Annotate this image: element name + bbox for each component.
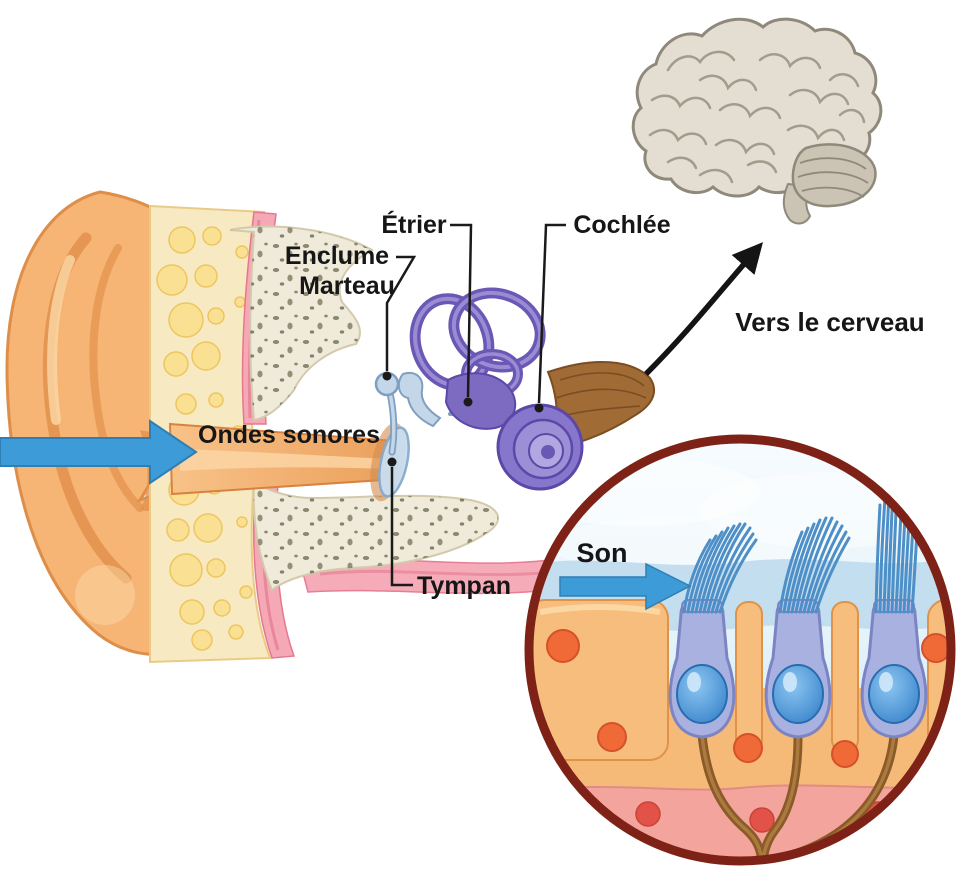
label-tympan: Tympan [417, 572, 511, 600]
label-vers-le-cerveau: Vers le cerveau [735, 307, 924, 337]
cochlea [496, 403, 584, 491]
earlobe-highlight [75, 565, 135, 625]
temporal-bone [229, 225, 499, 592]
stereocilia-bundle [778, 516, 851, 614]
cochlee-connector [537, 223, 566, 404]
label-etrier: Étrier [381, 210, 447, 239]
label-enclume: Enclume [285, 242, 389, 270]
nerve-stria-2 [555, 388, 647, 399]
son-arrow [559, 562, 692, 611]
hair-cell [860, 599, 928, 739]
label-son: Son [577, 538, 628, 568]
inner-ear [409, 287, 656, 491]
vestibule [444, 372, 517, 430]
hair-cell-nucleus [772, 664, 824, 724]
canal-highlight [180, 449, 390, 471]
label-connectors [382, 223, 566, 587]
antihelix-fold [89, 244, 144, 512]
basilar-nuclei [635, 801, 891, 833]
malleus-handle [388, 391, 396, 454]
labels: Étrier Cochlée Enclume Marteau Ondes son… [198, 210, 925, 600]
inset-magnified-hair-cells: Son [524, 434, 956, 866]
brain-gyri [648, 50, 866, 184]
cochlee-dot [534, 403, 544, 413]
tympan-connector [390, 467, 413, 587]
tissue-streak-right [319, 569, 557, 577]
hair-cell-nucleus [676, 664, 728, 724]
ear-canal [168, 422, 400, 496]
label-cochlee: Cochlée [573, 211, 670, 239]
hair-cell-nucleus [868, 664, 920, 724]
tympan-dot [387, 457, 397, 467]
incus [397, 372, 442, 428]
etrier-connector [450, 223, 473, 398]
cerebellum-folds [797, 157, 869, 198]
label-ondes-sonores: Ondes sonores [198, 421, 380, 449]
to-brain-arrow [644, 242, 763, 376]
bone-lower-speckles [253, 482, 499, 590]
label-marteau: Marteau [299, 272, 395, 300]
hair-cell [764, 599, 832, 739]
sound-wave-arrow [0, 419, 198, 485]
stereocilia-bundle [682, 522, 758, 614]
nerve-stria-1 [559, 372, 645, 387]
bone-upper-speckles [230, 226, 372, 420]
pinna-highlight [47, 255, 75, 425]
etrier-dot [463, 397, 473, 407]
brain-illustration [631, 17, 883, 225]
marteau-dot [382, 371, 392, 381]
enclume-marteau-connector [385, 255, 417, 371]
supporting-cell-nuclei [546, 629, 947, 768]
hair-cell [668, 599, 736, 739]
inset-border-ring [524, 434, 956, 866]
